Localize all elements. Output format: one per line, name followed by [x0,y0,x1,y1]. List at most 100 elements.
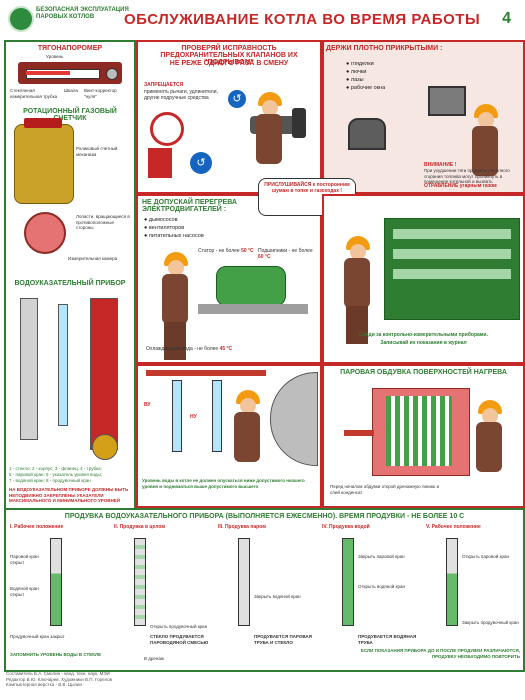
boiler-drum [270,372,318,466]
rotary-meter-top [24,118,62,128]
purge-glass [238,538,250,626]
tagonapomer-device [18,62,122,84]
tight-item-2: ● лючки [346,69,367,75]
rotary-label-counter: Роликовый счетный механизм [76,146,118,157]
gauge-valve-bottom [92,434,118,460]
purge-step-5: V. Рабочее положение Открыть паровой кра… [361,524,520,666]
tight-title: ДЕРЖИ ПЛОТНО ПРИКРЫТЫМИ : [326,45,443,52]
valves-panel: ПРОВЕРЯЙ ИСПРАВНОСТЬ ПРЕДОХРАНИТЕЛЬНЫХ К… [136,40,322,194]
purge-step-2: II. Продувка в целом Открыть продувочный… [114,524,214,666]
purge-line-2: ПРОДУВАЕТСЯ ПАРОВАЯ ТРУБА И СТЕКЛО [254,634,312,645]
purge-step-title: II. Продувка в целом [114,524,166,530]
instrument-row-1 [393,229,511,239]
purge-glass [134,538,146,626]
tagonapomer-label-scale: Шкала [64,88,78,93]
cooling-label: Охлаждающая вода - не более 45 °С [146,346,233,352]
instrument-row-2 [393,249,511,259]
overheat-title: НЕ ДОПУСКАЙ ПЕРЕГРЕВА ЭЛЕКТРОДВИГАТЕЛЕЙ … [142,199,237,213]
series-title: БЕЗОПАСНАЯ ЭКСПЛУАТАЦИЯ ПАРОВЫХ КОТЛОВ [36,7,129,20]
rotary-title: РОТАЦИОННЫЙ ГАЗОВЫЙ СЧЕТЧИК [23,108,117,122]
tight-item-1: ● гляделки [346,61,374,67]
tagonapomer-title: ТЯГОНАПОРОМЕР [37,45,103,52]
purge-line-1: Открыть паровой кран [462,554,509,559]
forbidden-label: ЗАПРЕЩАЕТСЯ [144,82,184,88]
purge-line-1: Открыть водяной кран [358,584,405,589]
pipe-top [146,370,266,376]
gauge-title: ВОДОУКАЗАТЕЛЬНЫЙ ПРИБОР [14,280,126,287]
valves-subtitle: НЕ РЕЖЕ ОДНОГО РАЗА В СМЕНУ [169,60,289,67]
purge-line-2: СТЕКЛО ПРОДУВАЕТСЯ ПАРОВОДЯНОЙ СМЕСЬЮ [150,634,209,645]
tube-bank [386,396,452,466]
up-arrow-icon: ↺ [228,90,246,108]
stator-label: Статор - не более 50 °С [198,248,254,254]
label-nu: НУ [190,414,197,420]
purge-title: ПРОДУВКА ВОДОУКАЗАТЕЛЬНОГО ПРИБОРА (ВЫПО… [64,513,465,520]
gauge-warning: НА ВОДОУКАЗАТЕЛЬНОМ ПРИБОРЕ ДОЛЖНЫ БЫТЬ … [9,487,129,503]
footer: Составитель Б.А. Смолин - канд. техн. на… [6,671,113,687]
gauge-device-right [90,298,118,450]
prohibition-icon [150,112,184,146]
water-level-caption: Уровень воды в котле не должен опускатьс… [142,478,305,489]
purge-step-1: I. Рабочее положение Паровой кран открыт… [10,524,110,666]
red-valve [148,148,172,178]
purge-step-title: IV. Продувка водой [322,524,370,530]
purge-panel: ПРОДУВКА ВОДОУКАЗАТЕЛЬНОГО ПРИБОРА (ВЫПО… [4,508,525,672]
purge-glass [446,538,458,626]
instrument-row-3 [393,269,511,279]
overheat-item-1: ● дымососов [144,217,178,223]
purge-line-3: ПРОДУВАЕТСЯ ВОДЯНАЯ ТРУБА [358,634,417,645]
page-title: ОБСЛУЖИВАНИЕ КОТЛА ВО ВРЕМЯ РАБОТЫ [124,11,481,28]
purge-glass [342,538,354,626]
poisoning-text: ОТРАВЛЕНИЕ угарным газом [424,183,497,189]
purge-step-3: III. Продувка паром Закрыть водяной кран… [218,524,318,666]
rotary-meter-body [14,124,74,204]
logo-icon [8,6,34,32]
purge-bottom: В дренаж [144,656,164,661]
motor-base [198,304,308,314]
check-arrow-icon: ↺ [190,152,212,174]
purge-line-1: Паровой кран открыт [10,554,39,565]
purge-bottom: ЕСЛИ ПОКАЗАНИЯ ПРИБОРА ДО И ПОСЛЕ ПРОДУВ… [360,648,520,659]
page-number: 4 [502,10,511,27]
gauge-legend-3: 7 - водяной кран; 8 - продувочный кран [9,478,91,483]
overheat-item-3: ● питательных насосов [144,233,204,239]
steam-pipe [344,430,374,436]
gauge-device-left [20,298,38,440]
gauge-legend-2: 5 - паровой кран; 6 - указатель уровня в… [9,472,102,477]
header: БЕЗОПАСНАЯ ЭКСПЛУАТАЦИЯ ПАРОВЫХ КОТЛОВ О… [0,0,525,36]
purge-step-title: I. Рабочее положение [10,524,64,530]
purge-line-1: Закрыть водяной кран [254,594,301,599]
door-upper [428,86,466,116]
tagonapomer-label-tube: Стеклянная измерительная трубка [10,88,58,99]
control-cabinet [384,218,520,320]
surface-panel: ПАРОВАЯ ОБДУВКА ПОВЕРХНОСТЕЙ НАГРЕВА Пер… [322,364,525,508]
surface-caption: Перед началом обдувки открой дренажную л… [330,484,440,495]
gauge-legend-1: 1 - стекло; 2 - корпус; 3 - фланец; 4 - … [9,466,102,471]
purge-line-2: Закрыть паровой кран [358,554,405,559]
purge-line-1: Открыть продувочный кран [150,624,208,629]
rotary-chamber [24,212,66,254]
purge-step-title: V. Рабочее положение [426,524,481,530]
purge-line-2: Закрыть продувочный кран [462,620,519,625]
purge-line-2: Водяной кран открыт [10,586,39,597]
bearings-label: Подшипники - не более 60 °С [258,248,313,260]
attention-label: ВНИМАНИЕ ! [424,162,457,168]
purge-step-4: IV. Продувка водой Открыть водяной кран … [322,524,422,666]
overheat-panel: НЕ ДОПУСКАЙ ПЕРЕГРЕВА ЭЛЕКТРОДВИГАТЕЛЕЙ … [136,194,322,364]
instruments-caption-2: Записывай их показания в журнал [380,340,467,346]
gauge-glass-2 [212,380,222,452]
instruments-caption-1: Следи за контрольно-измерительными прибо… [359,332,488,338]
purge-glass [50,538,62,626]
tight-item-3: ● лазы [346,77,364,83]
tight-item-4: ● рабочие окна [346,85,386,91]
purge-step-title: III. Продувка паром [218,524,266,530]
attention-text: При ухудшении тяги продукты неполного сг… [424,168,510,184]
tagonapomer-level [26,71,70,75]
rotary-label-chamber: Измерительная камера [68,256,118,261]
purge-line-3: Продувочный кран закрыт [10,634,65,639]
label-vu: ВУ [144,402,151,408]
purge-bottom: ЗАПОМНИТЬ УРОВЕНЬ ВОДЫ В СТЕКЛЕ [10,652,102,657]
door-lower [348,118,386,150]
surface-title: ПАРОВАЯ ОБДУВКА ПОВЕРХНОСТЕЙ НАГРЕВА [340,369,507,376]
